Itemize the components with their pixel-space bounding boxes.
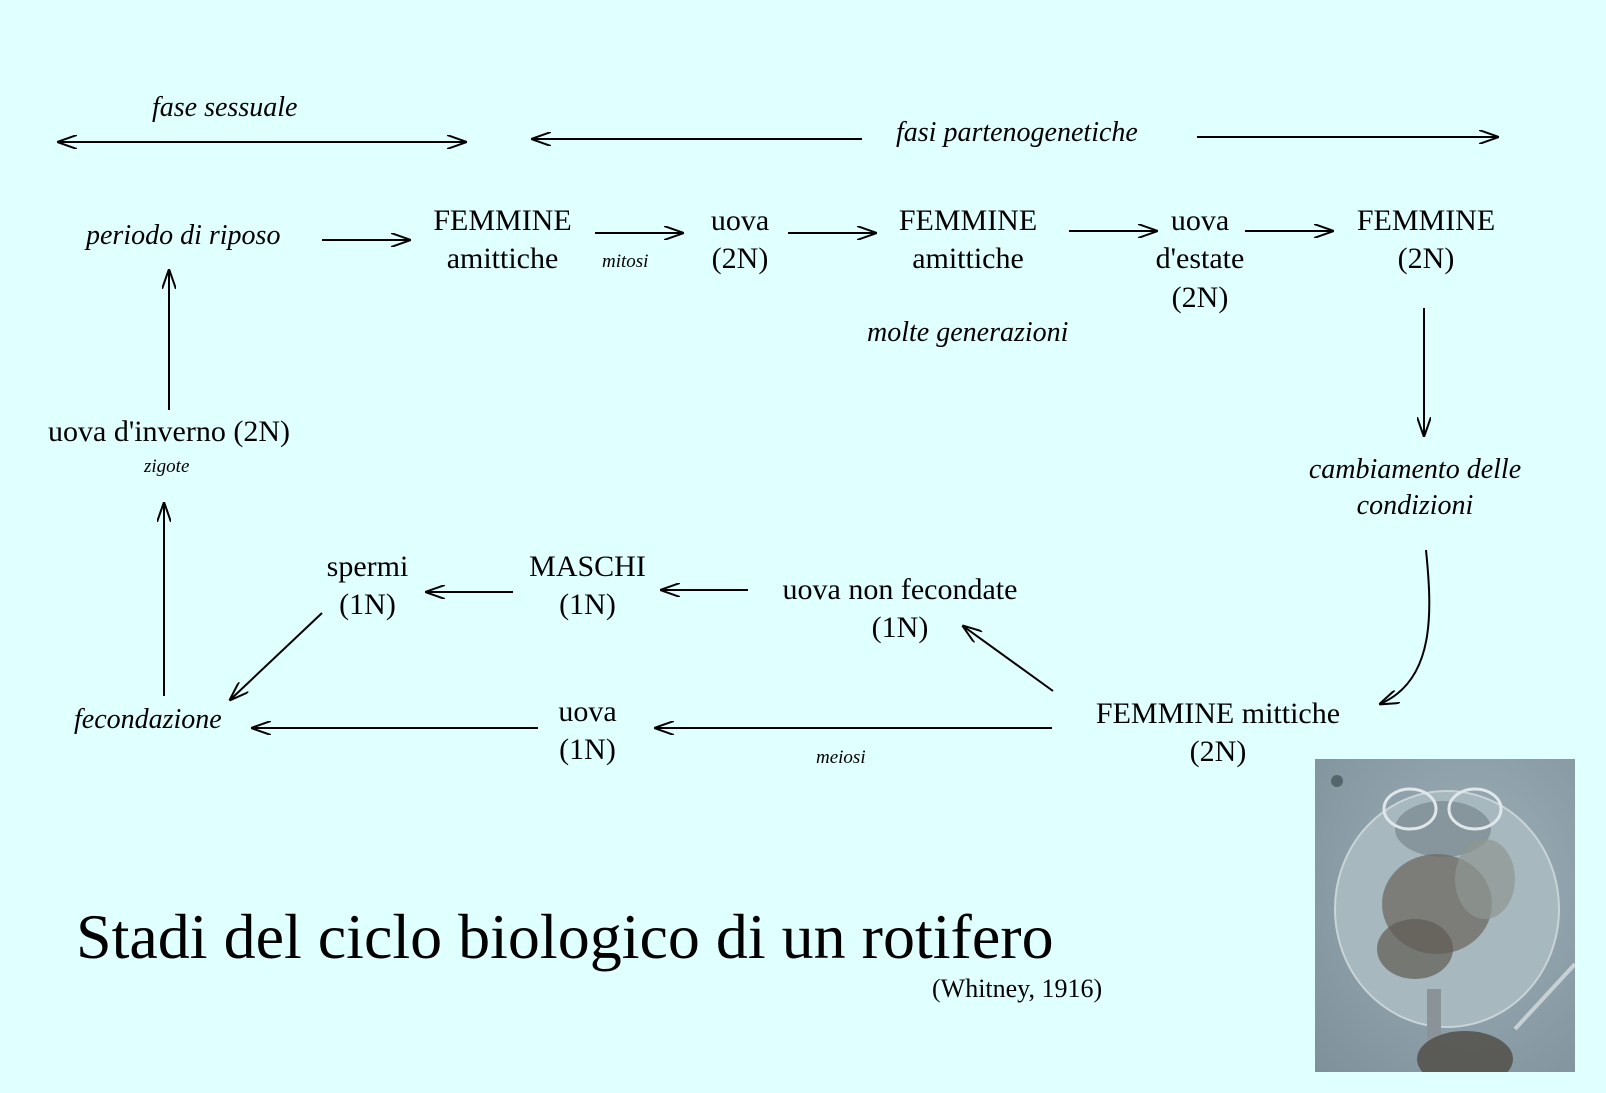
node-line: uova bbox=[1170, 204, 1230, 237]
fertilization-label: fecondazione bbox=[74, 704, 222, 735]
node-line: (1N) bbox=[871, 611, 929, 645]
node-line: d'estate bbox=[1155, 242, 1245, 276]
node-line: (2N) bbox=[711, 242, 769, 276]
node-line: FEMMINE bbox=[433, 204, 572, 237]
arrow-mictic-to-unfert bbox=[963, 626, 1054, 692]
node-line: (2N) bbox=[1171, 280, 1229, 314]
node-line: (2N) bbox=[1189, 735, 1247, 769]
node-line: FEMMINE bbox=[1356, 204, 1496, 237]
unfertilized-eggs-node: uova non fecondate (1N) bbox=[760, 571, 1040, 648]
males-node: MASCHI (1N) bbox=[515, 548, 660, 625]
rotifer-micrograph-drawing bbox=[1331, 775, 1575, 1072]
node-line: (1N) bbox=[559, 588, 616, 622]
node-line: FEMMINE bbox=[898, 204, 1038, 237]
node-line: (2N) bbox=[1397, 242, 1455, 276]
eggs-2n-node: uova (2N) bbox=[690, 202, 790, 279]
many-generations-label: molte generazioni bbox=[867, 317, 1069, 348]
phase-sexual-label: fase sessuale bbox=[152, 92, 298, 123]
node-line: amittiche bbox=[912, 242, 1024, 276]
node-line: uova bbox=[710, 204, 770, 237]
node-line: uova non fecondate bbox=[782, 573, 1018, 606]
arrow-conditions-to-mictic bbox=[1380, 549, 1431, 704]
node-line: (1N) bbox=[339, 588, 396, 622]
phase-parthenogenetic-label: fasi partenogenetiche bbox=[896, 117, 1138, 148]
eggs-1n-node: uova (1N) bbox=[540, 693, 635, 770]
node-line: amittiche bbox=[446, 242, 559, 276]
change-conditions-label: cambiamento delle condizioni bbox=[1290, 452, 1540, 524]
node-line: uova bbox=[558, 695, 617, 728]
node-line: cambiamento delle bbox=[1308, 454, 1522, 485]
node-line: spermi bbox=[326, 550, 409, 583]
zygotes-label: zigote bbox=[144, 456, 190, 477]
mictic-females-node: FEMMINE mittiche (2N) bbox=[1073, 695, 1363, 772]
node-line: FEMMINE mittiche bbox=[1095, 697, 1341, 730]
amictic-females-node-2: FEMMINE amittiche bbox=[873, 202, 1063, 279]
sperm-node: spermi (1N) bbox=[310, 548, 425, 625]
females-2n-node: FEMMINE (2N) bbox=[1336, 202, 1516, 279]
node-line: condizioni bbox=[1356, 489, 1474, 521]
mitosis-label: mitosi bbox=[602, 251, 649, 272]
source-citation: (Whitney, 1916) bbox=[932, 974, 1103, 1003]
summer-eggs-node: uova d'estate (2N) bbox=[1140, 202, 1260, 317]
node-line: MASCHI bbox=[529, 550, 646, 583]
node-line: (1N) bbox=[559, 733, 616, 767]
rest-period-label: periodo di riposo bbox=[86, 220, 281, 251]
arrow-sperm-to-fert bbox=[230, 612, 323, 700]
meiosis-label: meiosi bbox=[816, 747, 866, 768]
rotifer-micrograph bbox=[1315, 759, 1575, 1072]
page-title: Stadi del ciclo biologico di un rotifero bbox=[76, 901, 1054, 972]
amictic-females-node-1: FEMMINE amittiche bbox=[410, 202, 595, 279]
winter-eggs-node: uova d'inverno (2N) bbox=[48, 415, 291, 448]
